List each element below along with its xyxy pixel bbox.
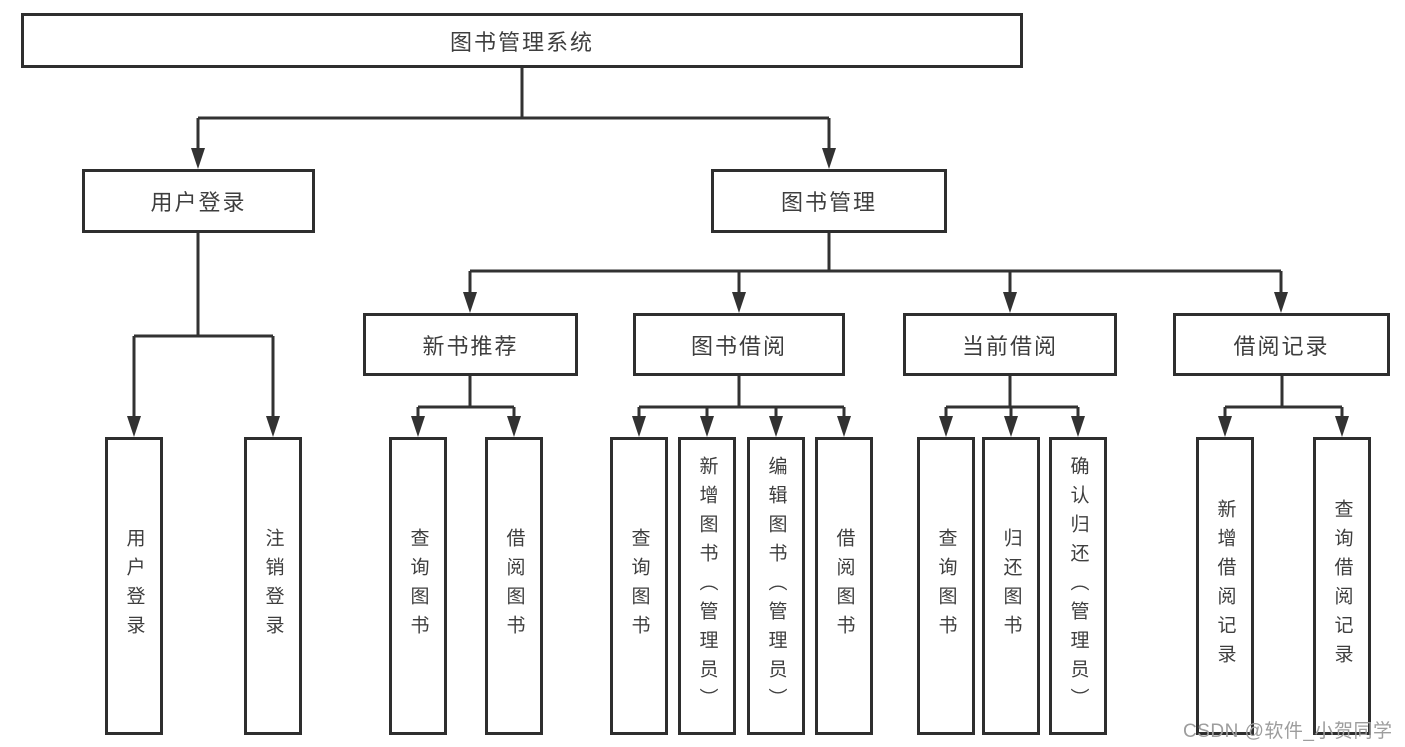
- node-label: 图书借阅: [690, 333, 787, 359]
- node-book-management: 图书管理: [711, 169, 947, 233]
- leaf-add-book-admin: 新增图书（管理员）: [678, 437, 736, 735]
- leaf-label: 借阅图书: [503, 528, 525, 644]
- leaf-query-books-recommend: 查询图书: [389, 437, 447, 735]
- leaf-query-books-borrowing: 查询图书: [610, 437, 668, 735]
- leaf-label: 查询图书: [628, 528, 650, 644]
- node-label: 用户登录: [150, 190, 247, 215]
- arrowhead-icons: [127, 148, 1349, 437]
- node-label: 新书推荐: [422, 333, 519, 359]
- node-user-login: 用户登录: [82, 169, 315, 233]
- leaf-label: 注销登录: [262, 528, 284, 644]
- leaf-label: 查询图书: [407, 528, 429, 644]
- leaf-label: 编辑图书（管理员）: [765, 455, 787, 717]
- node-book-borrowing: 图书借阅: [633, 313, 845, 376]
- leaf-label: 借阅图书: [833, 528, 855, 644]
- node-new-book-recommend: 新书推荐: [363, 313, 578, 376]
- leaf-borrow-books-recommend: 借阅图书: [485, 437, 543, 735]
- leaf-label: 归还图书: [1000, 528, 1022, 644]
- leaf-add-borrow-record: 新增借阅记录: [1196, 437, 1254, 735]
- leaf-label: 查询借阅记录: [1331, 499, 1353, 673]
- node-current-borrowing: 当前借阅: [903, 313, 1117, 376]
- node-label: 当前借阅: [961, 333, 1058, 359]
- leaf-query-books-current: 查询图书: [917, 437, 975, 735]
- leaf-borrow-books-borrowing: 借阅图书: [815, 437, 873, 735]
- leaf-label: 查询图书: [935, 528, 957, 644]
- leaf-return-books: 归还图书: [982, 437, 1040, 735]
- leaf-label: 新增借阅记录: [1214, 499, 1236, 673]
- leaf-label: 确认归还（管理员）: [1067, 455, 1089, 717]
- connector-paths: [132, 68, 1344, 419]
- node-label: 图书管理: [780, 190, 877, 215]
- leaf-edit-book-admin: 编辑图书（管理员）: [747, 437, 805, 735]
- node-borrowing-records: 借阅记录: [1173, 313, 1390, 376]
- csdn-watermark: CSDN @软件_小贺同学: [1183, 721, 1393, 742]
- leaf-logout: 注销登录: [244, 437, 302, 735]
- node-library-management-system: 图书管理系统: [21, 13, 1023, 68]
- leaf-label: 新增图书（管理员）: [696, 455, 718, 717]
- leaf-label: 用户登录: [123, 528, 145, 644]
- leaf-confirm-return-admin: 确认归还（管理员）: [1049, 437, 1107, 735]
- node-label: 图书管理系统: [449, 29, 594, 55]
- leaf-query-borrow-record: 查询借阅记录: [1313, 437, 1371, 735]
- node-label: 借阅记录: [1233, 333, 1330, 359]
- leaf-user-login: 用户登录: [105, 437, 163, 735]
